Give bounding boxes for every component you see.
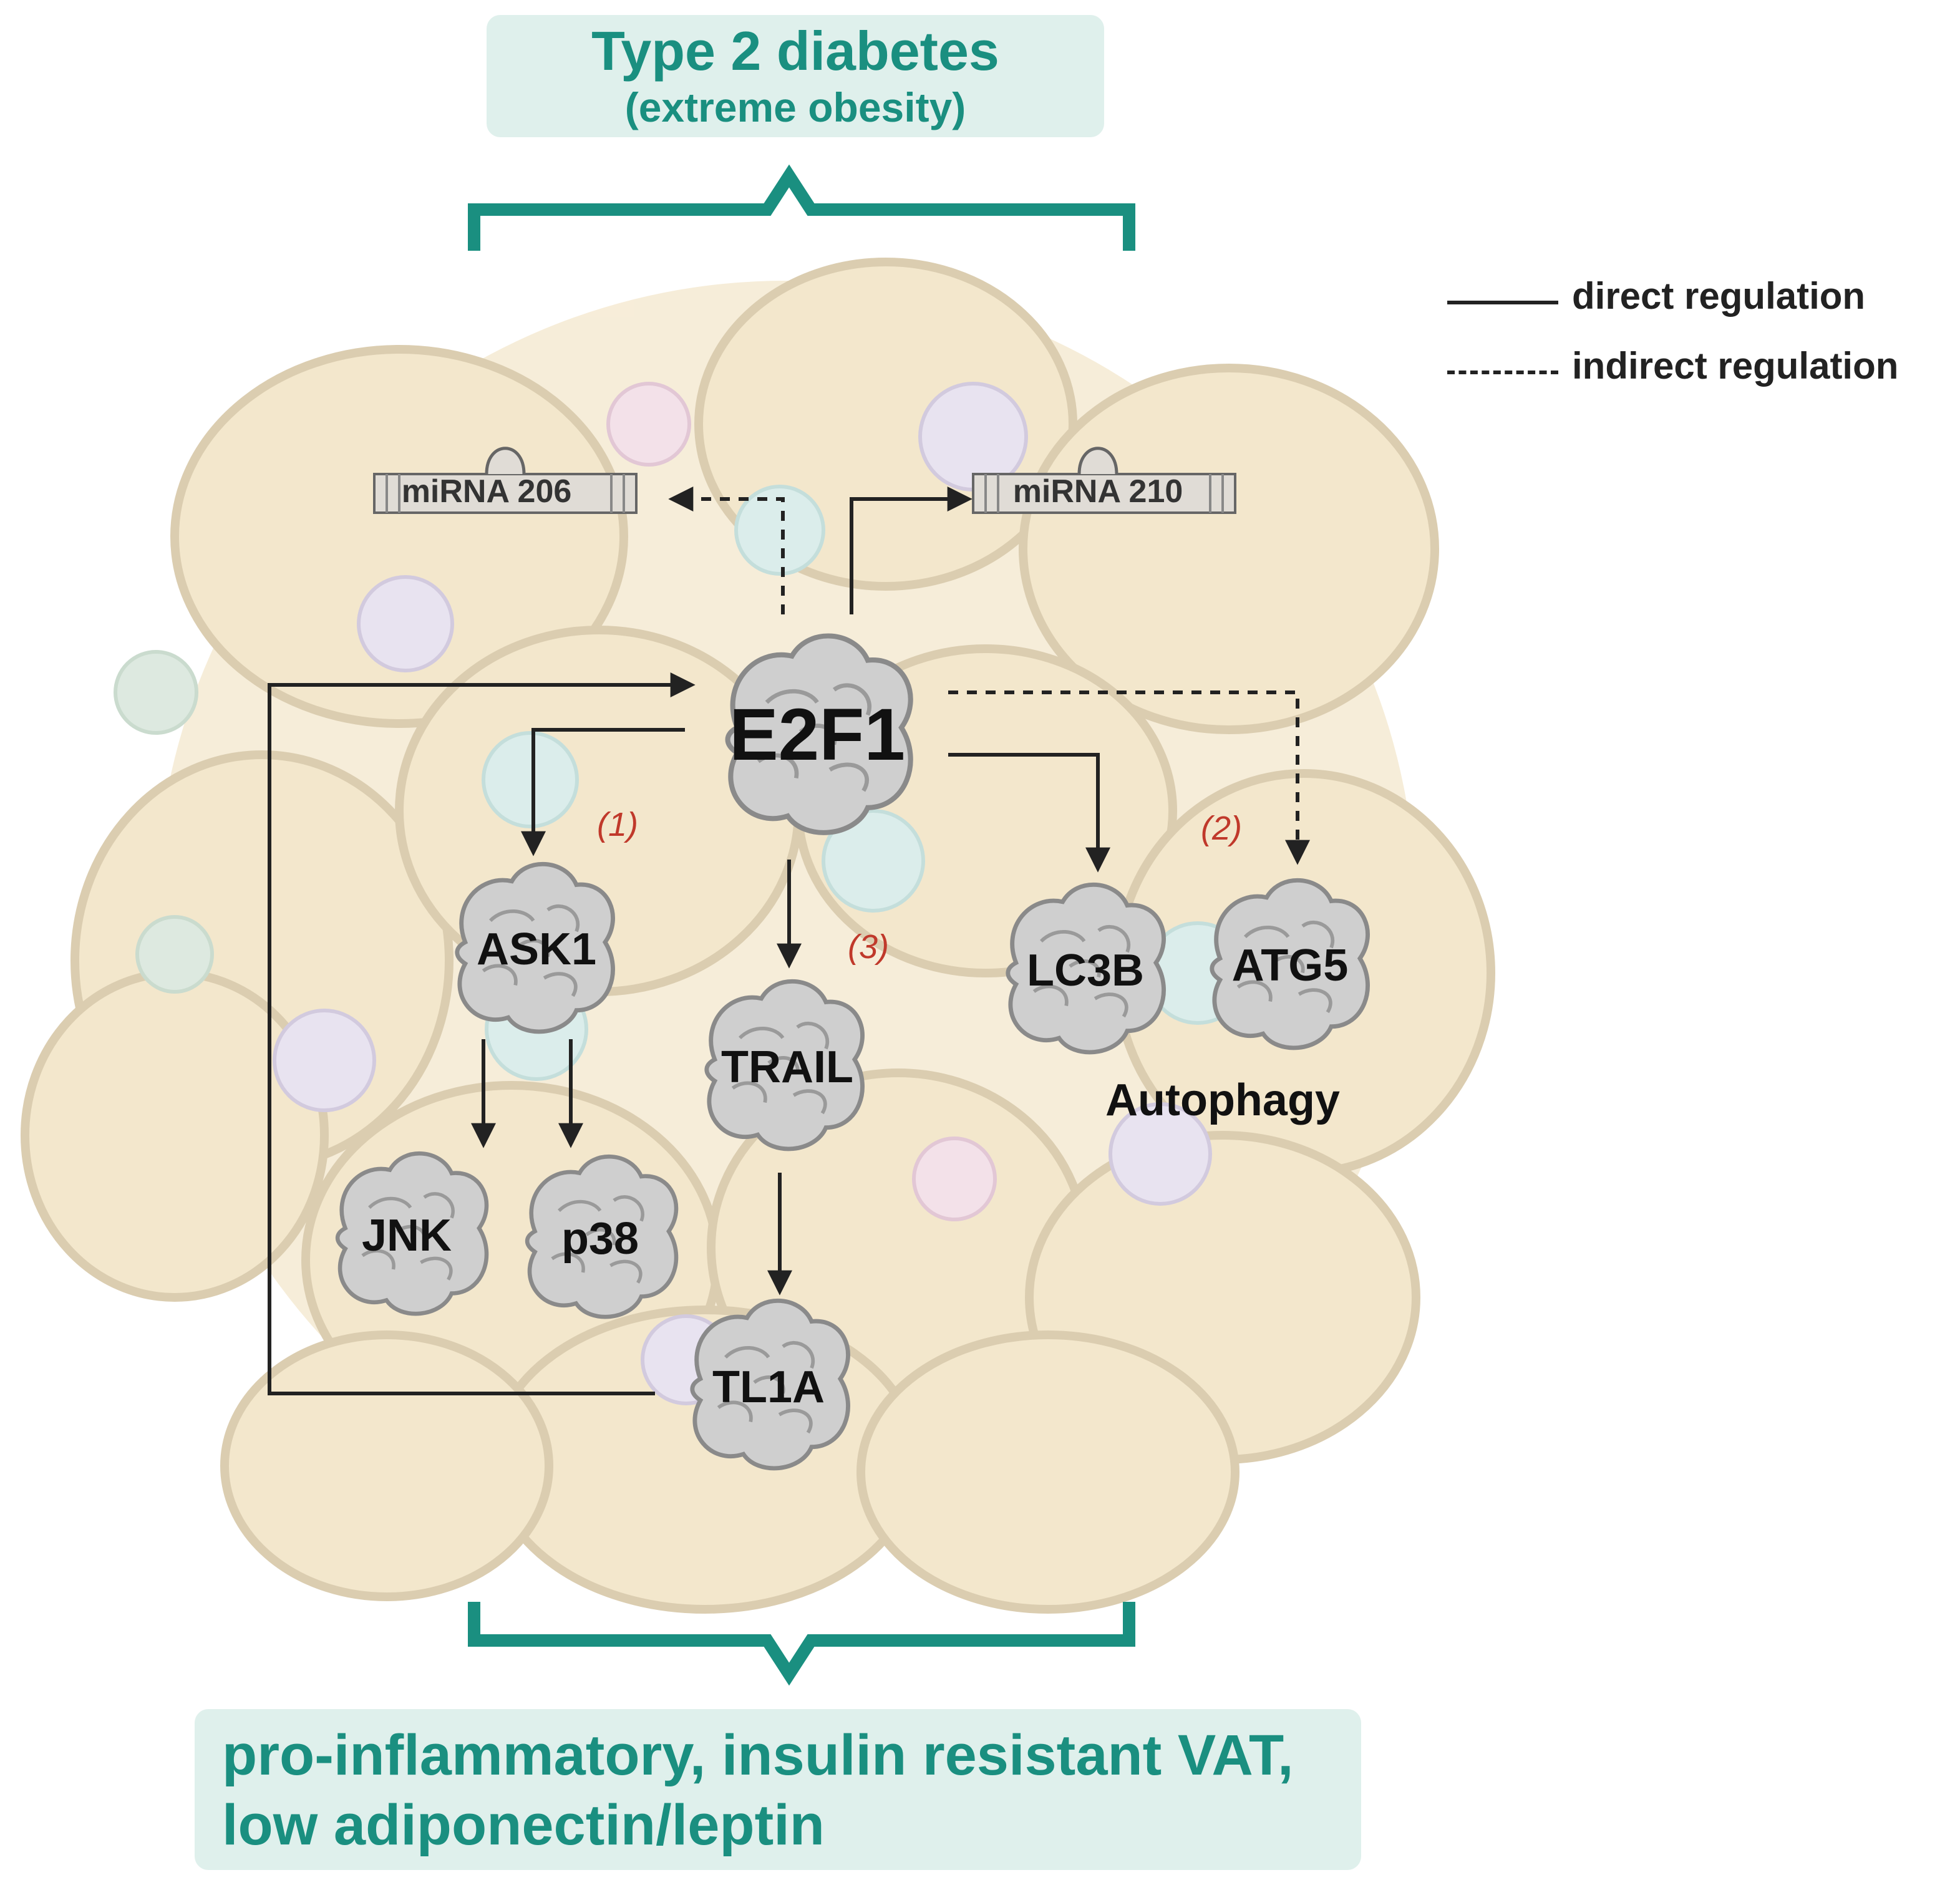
legend-dashed-line [1447,371,1558,374]
legend-solid-line [1447,301,1558,304]
arrow-tl1a-feedback-to-e2f1 [268,672,696,1395]
autophagy-label: Autophagy [1105,1075,1340,1125]
node-atg5-label: ATG5 [1232,941,1349,991]
arrow-e2f1-to-mirna206 [668,487,785,614]
legend-direct-label: direct regulation [1572,275,1866,317]
mirna-210-label: miRNA 210 [1013,473,1183,510]
node-e2f1: E2F1 [728,636,911,833]
mirna-206-label: miRNA 206 [402,473,572,510]
header-box: Type 2 diabetes (extreme obesity) [487,15,1104,137]
top-bracket [468,164,1135,251]
footer-line-1: pro-inflammatory, insulin resistant VAT, [222,1723,1294,1787]
ref-1-label: (1) [597,806,638,843]
ref-2-label: (2) [1201,810,1242,847]
node-ask1: ASK1 [457,864,613,1032]
node-lc3b: LC3B [1008,884,1164,1052]
node-tl1a: TL1A [692,1301,848,1468]
node-p38: p38 [527,1156,676,1317]
node-jnk: JNK [337,1153,487,1314]
arrow-e2f1-to-ask1 [521,728,685,856]
node-p38-label: p38 [561,1214,639,1264]
arrow-e2f1-to-atg5 [948,691,1310,865]
node-jnk-label: JNK [362,1211,452,1261]
arrow-e2f1-to-lc3b [948,753,1110,873]
mirna-210-hairpin [972,447,1236,514]
node-lc3b-label: LC3B [1027,946,1144,996]
legend-indirect-label: indirect regulation [1572,345,1899,387]
footer-line-2: low adiponectin/leptin [222,1793,825,1857]
node-trail: TRAIL [707,981,863,1149]
bottom-bracket [468,1602,1135,1686]
header-title: Type 2 diabetes [591,20,999,82]
node-ask1-label: ASK1 [477,924,596,974]
node-trail-label: TRAIL [721,1042,853,1092]
node-atg5: ATG5 [1212,880,1368,1048]
footer-box: pro-inflammatory, insulin resistant VAT,… [195,1709,1361,1870]
mirna-206-hairpin [373,447,638,514]
arrow-e2f1-to-mirna210 [850,487,973,614]
ref-3-label: (3) [848,928,889,966]
node-e2f1-label: E2F1 [729,694,905,776]
header-subtitle: (extreme obesity) [624,84,966,130]
node-tl1a-label: TL1A [712,1362,825,1412]
